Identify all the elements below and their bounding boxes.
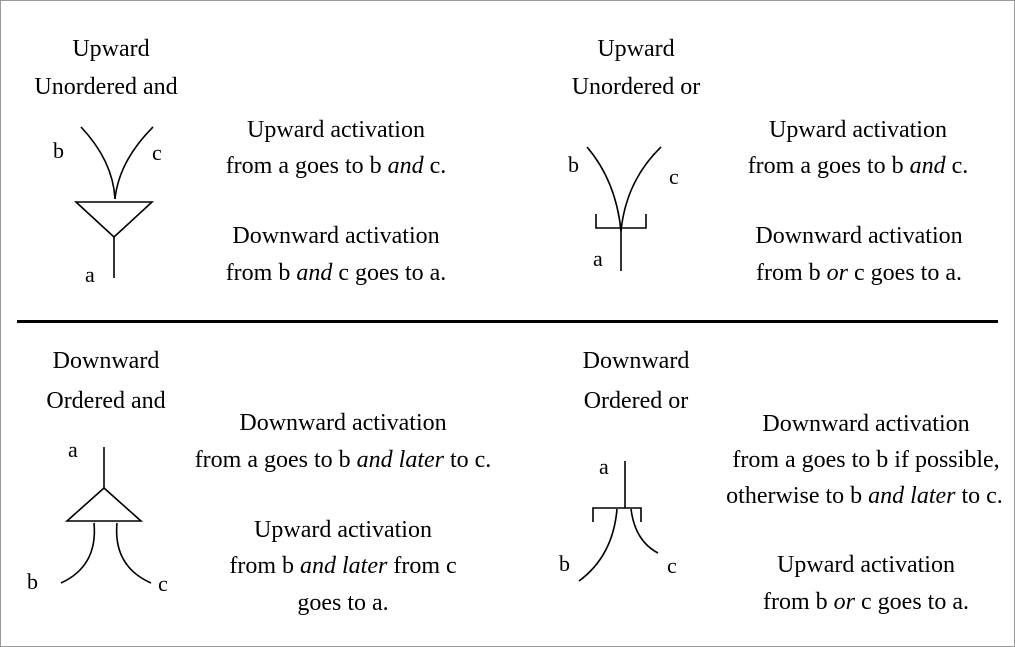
node-label-c: c [669, 164, 679, 189]
desc-line: from a goes to b if possible, [732, 447, 1000, 473]
desc-line: from a goes to b and later to c. [194, 447, 492, 473]
node-label-a: a [593, 246, 603, 271]
panel-title-line2: Ordered and [46, 388, 166, 414]
node-label-c: c [152, 140, 162, 165]
node-label-b: b [559, 551, 570, 576]
desc-line: Downward activation [232, 223, 440, 249]
desc-line: Upward activation [247, 117, 425, 143]
desc-line: Upward activation [777, 552, 955, 578]
panel-title-line1: Downward [582, 348, 690, 374]
node-label-b: b [27, 569, 38, 594]
panel-title-line2: Unordered or [571, 74, 701, 100]
desc-line: otherwise to b and later to c. [726, 483, 1003, 509]
desc-line: Upward activation [254, 517, 432, 543]
desc-line: from b or c goes to a. [763, 589, 969, 615]
node-label-c: c [158, 571, 168, 596]
desc-line: from b and later from c [229, 553, 457, 579]
desc-line: Downward activation [239, 410, 447, 436]
panel-title-line1: Downward [52, 348, 160, 374]
desc-line: Downward activation [762, 411, 970, 437]
node-label-c: c [667, 553, 677, 578]
horizontal-divider [17, 320, 998, 323]
desc-line: Downward activation [755, 223, 963, 249]
panel-title-line2: Ordered or [583, 388, 689, 414]
desc-line: from b and c goes to a. [225, 260, 447, 286]
desc-line: from a goes to b and c. [225, 153, 447, 179]
node-label-a: a [85, 262, 95, 287]
node-label-a: a [599, 454, 609, 479]
desc-line: from b or c goes to a. [756, 260, 962, 286]
node-label-b: b [53, 138, 64, 163]
node-label-a: a [68, 437, 78, 462]
desc-line: Upward activation [769, 117, 947, 143]
panel-title-line2: Unordered and [34, 74, 178, 100]
panel-title-line1: Upward [72, 36, 150, 62]
desc-line: goes to a. [297, 590, 389, 616]
desc-line: from a goes to b and c. [747, 153, 969, 179]
panel-title-line1: Upward [597, 36, 675, 62]
node-label-b: b [568, 152, 579, 177]
